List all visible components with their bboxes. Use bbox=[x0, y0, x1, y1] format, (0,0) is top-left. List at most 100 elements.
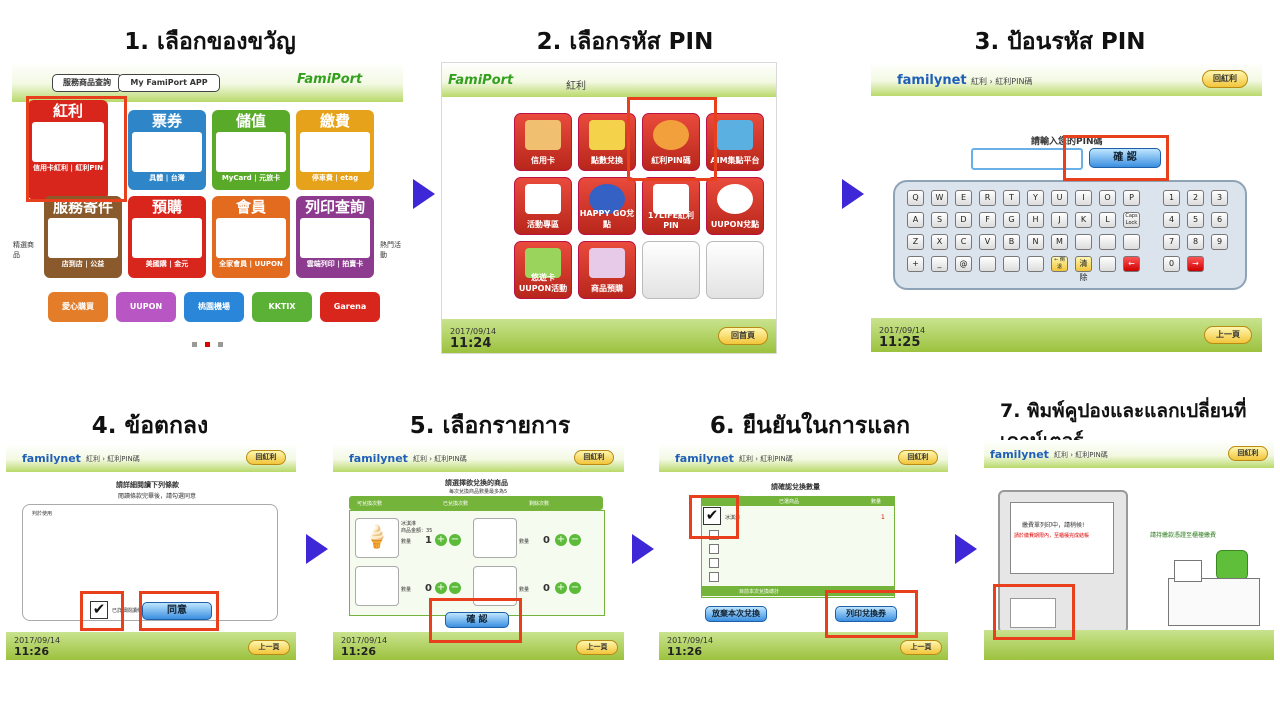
key-1-5[interactable]: H bbox=[1027, 212, 1044, 228]
item-2-plus-button[interactable]: + bbox=[555, 534, 567, 546]
page-dot-2[interactable] bbox=[205, 342, 210, 347]
print-voucher-button[interactable]: 列印兌換券 bbox=[835, 606, 897, 622]
back-to-bonus-button-6[interactable]: 回紅利 bbox=[898, 450, 938, 465]
back-to-bonus-button-3[interactable]: 回紅利 bbox=[1202, 70, 1248, 88]
key-0-12[interactable]: 3 bbox=[1211, 190, 1228, 206]
banner-5[interactable]: Garena bbox=[320, 292, 380, 322]
key-0-10[interactable]: 1 bbox=[1163, 190, 1180, 206]
prev-page-button-6[interactable]: 上一頁 bbox=[900, 640, 942, 655]
key-3-1[interactable]: _ bbox=[931, 256, 948, 272]
back-to-bonus-button-7[interactable]: 回紅利 bbox=[1228, 446, 1268, 461]
key-0-5[interactable]: Y bbox=[1027, 190, 1044, 206]
banner-4[interactable]: KKTIX bbox=[252, 292, 312, 322]
banner-3[interactable]: 桃園機場 bbox=[184, 292, 244, 322]
tile-preorder[interactable]: 預購 美國購 | 金元 bbox=[128, 196, 206, 278]
agree-button[interactable]: 同意 bbox=[142, 602, 212, 620]
key-0-7[interactable]: I bbox=[1075, 190, 1092, 206]
menu-points-exchange[interactable]: 點數兌換 bbox=[578, 113, 636, 171]
key-1-0[interactable]: A bbox=[907, 212, 924, 228]
select-confirm-button[interactable]: 確 認 bbox=[445, 612, 509, 628]
key-3-10[interactable]: 0 bbox=[1163, 256, 1180, 272]
key-1-9[interactable]: Caps Lock bbox=[1123, 212, 1140, 228]
pin-confirm-button[interactable]: 確 認 bbox=[1089, 148, 1161, 168]
tile-print[interactable]: 列印查詢 雲端列印 | 拍賣卡 bbox=[296, 196, 374, 278]
key-3-11[interactable]: → bbox=[1187, 256, 1204, 272]
key-0-4[interactable]: T bbox=[1003, 190, 1020, 206]
tile-shipping[interactable]: 服務寄件 店到店 | 公益 bbox=[44, 196, 122, 278]
key-2-7[interactable] bbox=[1075, 234, 1092, 250]
key-1-8[interactable]: L bbox=[1099, 212, 1116, 228]
prev-page-button-5[interactable]: 上一頁 bbox=[576, 640, 618, 655]
cancel-exchange-button[interactable]: 放棄本次兌換 bbox=[705, 606, 767, 622]
menu-17life[interactable]: 17LIFE紅利PIN bbox=[642, 177, 700, 235]
item-4-minus-button[interactable]: − bbox=[569, 582, 581, 594]
key-3-2[interactable]: @ bbox=[955, 256, 972, 272]
key-3-5[interactable] bbox=[1027, 256, 1044, 272]
side-nav-right[interactable]: 熱門活動 bbox=[380, 241, 401, 259]
key-1-1[interactable]: S bbox=[931, 212, 948, 228]
key-2-10[interactable]: 7 bbox=[1163, 234, 1180, 250]
menu-easycard-uupon[interactable]: 悠遊卡UUPON活動 bbox=[514, 241, 572, 299]
key-1-11[interactable]: 5 bbox=[1187, 212, 1204, 228]
key-2-9[interactable] bbox=[1123, 234, 1140, 250]
key-1-4[interactable]: G bbox=[1003, 212, 1020, 228]
menu-events[interactable]: 活動專區 bbox=[514, 177, 572, 235]
back-to-bonus-button-4[interactable]: 回紅利 bbox=[246, 450, 286, 465]
key-1-10[interactable]: 4 bbox=[1163, 212, 1180, 228]
menu-credit-card[interactable]: 信用卡 bbox=[514, 113, 572, 171]
service-search-button[interactable]: 服務商品查詢 bbox=[52, 74, 122, 92]
key-3-7[interactable]: 清除 bbox=[1075, 256, 1092, 282]
pin-input[interactable] bbox=[971, 148, 1083, 170]
menu-happygo[interactable]: HAPPY GO兌點 bbox=[578, 177, 636, 235]
item-3-qty[interactable]: 0 bbox=[425, 583, 432, 594]
key-3-4[interactable] bbox=[1003, 256, 1020, 272]
item-3-minus-button[interactable]: − bbox=[449, 582, 461, 594]
key-1-2[interactable]: D bbox=[955, 212, 972, 228]
key-2-2[interactable]: C bbox=[955, 234, 972, 250]
item-1-plus-button[interactable]: + bbox=[435, 534, 447, 546]
terms-textbox[interactable] bbox=[22, 504, 278, 621]
key-2-11[interactable]: 8 bbox=[1187, 234, 1204, 250]
my-famiport-app-button[interactable]: My FamiPort APP bbox=[118, 74, 220, 92]
side-nav-left[interactable]: 精選商品 bbox=[13, 241, 34, 259]
tile-bonus[interactable]: 紅利 信用卡紅利 | 紅利PIN bbox=[28, 100, 108, 200]
back-to-bonus-button-5[interactable]: 回紅利 bbox=[574, 450, 614, 465]
key-0-11[interactable]: 2 bbox=[1187, 190, 1204, 206]
item-1-qty[interactable]: 1 bbox=[425, 535, 432, 546]
key-3-0[interactable]: + bbox=[907, 256, 924, 272]
item-3-plus-button[interactable]: + bbox=[435, 582, 447, 594]
key-3-9[interactable]: ← bbox=[1123, 256, 1140, 272]
key-2-8[interactable] bbox=[1099, 234, 1116, 250]
page-dot-1[interactable] bbox=[192, 342, 197, 347]
tile-payment[interactable]: 繳費 停車費 | etag bbox=[296, 110, 374, 190]
home-button[interactable]: 回首頁 bbox=[718, 327, 768, 345]
item-4-plus-button[interactable]: + bbox=[555, 582, 567, 594]
key-2-6[interactable]: M bbox=[1051, 234, 1068, 250]
key-1-6[interactable]: J bbox=[1051, 212, 1068, 228]
key-3-6[interactable]: ← 倒退 bbox=[1051, 256, 1068, 272]
key-0-0[interactable]: Q bbox=[907, 190, 924, 206]
item-2-qty[interactable]: 0 bbox=[543, 535, 550, 546]
row-1-checkbox[interactable]: ✔ bbox=[703, 507, 721, 525]
key-0-3[interactable]: R bbox=[979, 190, 996, 206]
item-4-qty[interactable]: 0 bbox=[543, 583, 550, 594]
item-1-minus-button[interactable]: − bbox=[449, 534, 461, 546]
key-2-4[interactable]: B bbox=[1003, 234, 1020, 250]
item-2-minus-button[interactable]: − bbox=[569, 534, 581, 546]
key-3-3[interactable] bbox=[979, 256, 996, 272]
row-4-checkbox[interactable] bbox=[709, 558, 719, 568]
tile-member[interactable]: 會員 全家會員 | UUPON bbox=[212, 196, 290, 278]
key-1-3[interactable]: F bbox=[979, 212, 996, 228]
prev-page-button-4[interactable]: 上一頁 bbox=[248, 640, 290, 655]
page-dot-3[interactable] bbox=[218, 342, 223, 347]
banner-1[interactable]: 愛心購買 bbox=[48, 292, 108, 322]
key-0-1[interactable]: W bbox=[931, 190, 948, 206]
key-2-0[interactable]: Z bbox=[907, 234, 924, 250]
row-2-checkbox[interactable] bbox=[709, 530, 719, 540]
key-2-12[interactable]: 9 bbox=[1211, 234, 1228, 250]
row-3-checkbox[interactable] bbox=[709, 544, 719, 554]
key-0-6[interactable]: U bbox=[1051, 190, 1068, 206]
key-2-5[interactable]: N bbox=[1027, 234, 1044, 250]
key-0-9[interactable]: P bbox=[1123, 190, 1140, 206]
menu-bonus-pin[interactable]: 紅利PIN碼 bbox=[642, 113, 700, 171]
